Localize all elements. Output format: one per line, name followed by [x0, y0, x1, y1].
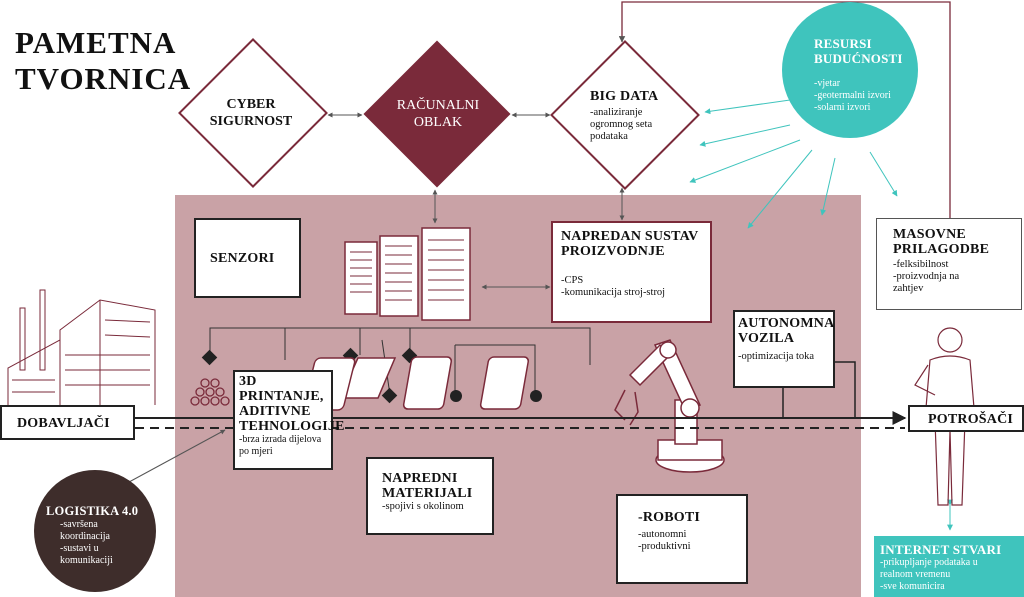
logistika-item-0: -savršena	[60, 519, 98, 530]
printanje-line-3: TEHNOLOGIJE	[239, 419, 345, 434]
bigdata-title: BIG DATA	[590, 89, 659, 104]
masovne-line1: MASOVNE	[893, 227, 966, 242]
napredan-item-0: -CPS	[561, 275, 584, 286]
cyber-line2: SIGURNOST	[209, 114, 293, 129]
resursi-item-2: -solarni izvori	[814, 102, 871, 113]
vozila-box: AUTONOMNA VOZILA -optimizacija toka	[733, 310, 835, 388]
consumer-figure	[914, 327, 976, 506]
materijali-line1: NAPREDNI	[382, 471, 458, 486]
printanje-item-1: po mjeri	[239, 446, 273, 457]
iot-item-0: -prikupljanje podataka u	[880, 557, 978, 568]
logistika-item-1: koordinacija	[60, 531, 110, 542]
iot-title: INTERNET STVARI	[880, 542, 1002, 557]
roboti-item-0: -autonomni	[638, 529, 687, 540]
vozila-line1: AUTONOMNA	[738, 316, 835, 331]
napredan-line1: NAPREDAN SUSTAV	[561, 229, 699, 244]
resursi-item-0: -vjetar	[814, 78, 841, 89]
cyber-line1: CYBER	[226, 97, 276, 112]
roboti-title: -ROBOTI	[638, 510, 701, 525]
senzori-box: SENZORI	[194, 218, 301, 298]
iot-item-2: -sve komunicira	[880, 581, 945, 592]
masovne-item-1: -proizvodnja na	[893, 271, 960, 282]
materijali-line2: MATERIJALI	[382, 486, 473, 501]
resursi-circle: RESURSI BUDUĆNOSTI -vjetar -geotermalni …	[782, 2, 918, 138]
logistika-title: LOGISTIKA 4.0	[46, 504, 139, 518]
logistika-circle: LOGISTIKA 4.0 -savršena koordinacija -su…	[34, 470, 156, 592]
masovne-box: MASOVNE PRILAGODBE -felksibilnost -proiz…	[876, 218, 1022, 310]
iot-item-1: realnom vremenu	[880, 569, 951, 580]
printanje-item-0: -brza izrada dijelova	[239, 434, 322, 445]
iot-box: INTERNET STVARI -prikupljanje podataka u…	[874, 536, 1024, 597]
napredan-box: NAPREDAN SUSTAV PROIZVODNJE -CPS -komuni…	[551, 221, 712, 323]
server-racks	[344, 227, 471, 321]
printanje-line-2: ADITIVNE	[239, 404, 311, 419]
oblak-line1: RAČUNALNI	[396, 98, 480, 113]
vozila-line2: VOZILA	[738, 331, 795, 346]
dobavljaci-box: DOBAVLJAČI	[0, 405, 135, 440]
masovne-line2: PRILAGODBE	[893, 242, 990, 257]
title-line2: TVORNICA	[15, 61, 192, 96]
page-title: PAMETNA TVORNICA	[15, 25, 191, 97]
factory-building	[7, 289, 156, 405]
logistika-item-2: -sustavi u	[60, 543, 99, 554]
feedback-line	[618, 1, 951, 220]
bigdata-item-1: ogromnog seta	[590, 119, 653, 130]
potrosaci-label: POTROŠAČI	[928, 412, 1014, 427]
dobavljaci-label: DOBAVLJAČI	[17, 416, 110, 431]
resursi-item-1: -geotermalni izvori	[814, 90, 891, 101]
vozila-item-0: -optimizacija toka	[738, 351, 815, 362]
title-line1: PAMETNA	[15, 25, 177, 60]
roboti-item-1: -produktivni	[638, 541, 691, 552]
logistika-item-3: komunikaciji	[60, 555, 113, 566]
printanje-line-0: 3D	[239, 374, 257, 389]
oblak-line2: OBLAK	[413, 115, 463, 130]
napredan-line2: PROIZVODNJE	[561, 244, 665, 259]
senzori-title: SENZORI	[210, 251, 275, 266]
materijali-item-0: -spojivi s okolinom	[382, 501, 464, 512]
cyber-label: CYBER SIGURNOST	[195, 96, 307, 130]
masovne-item-0: -felksibilnost	[893, 259, 949, 270]
resursi-line1: RESURSI	[814, 36, 872, 51]
printanje-box: 3D PRINTANJE, ADITIVNE TEHNOLOGIJE -brza…	[233, 370, 344, 470]
robot-arm	[614, 339, 725, 473]
bigdata-item-0: -analiziranje	[590, 107, 643, 118]
materijali-box: NAPREDNI MATERIJALI -spojivi s okolinom	[366, 457, 494, 535]
printanje-line-1: PRINTANJE,	[239, 389, 324, 404]
resursi-line2: BUDUĆNOSTI	[814, 51, 903, 66]
napredan-item-1: -komunikacija stroj-stroj	[561, 287, 666, 298]
potrosaci-box: POTROŠAČI	[908, 405, 1024, 432]
roboti-box: -ROBOTI -autonomni -produktivni	[616, 494, 748, 584]
bigdata-label: BIG DATA -analiziranje ogromnog seta pod…	[590, 89, 670, 143]
bigdata-item-2: podataka	[590, 131, 628, 142]
oblak-label: RAČUNALNI OBLAK	[383, 97, 493, 131]
masovne-item-2: zahtjev	[893, 283, 924, 294]
